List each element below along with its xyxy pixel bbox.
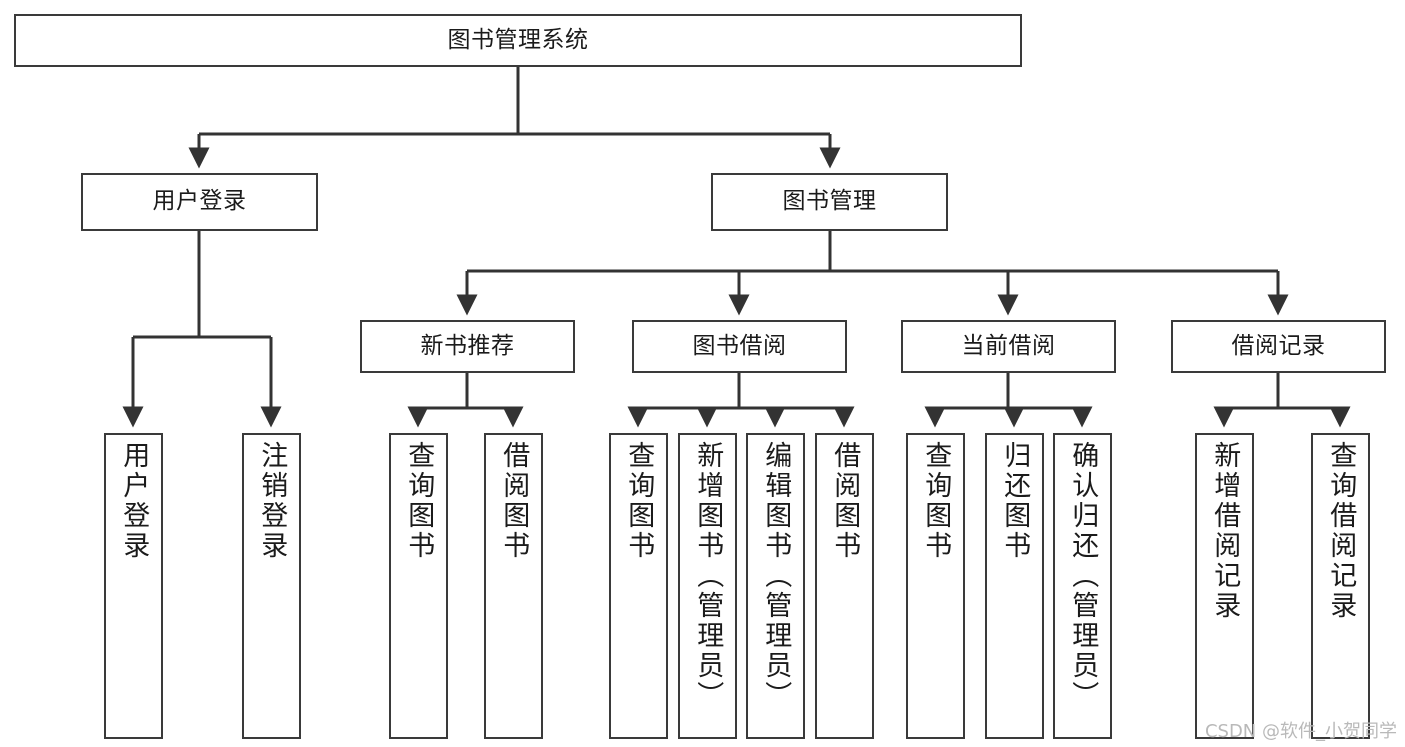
node-leaf-query-record[interactable]: 查询借阅记录	[1311, 433, 1370, 739]
node-new-book-rec[interactable]: 新书推荐	[360, 320, 575, 373]
node-leaf-user-login-label: 用户登录	[118, 441, 150, 561]
node-current-borrow[interactable]: 当前借阅	[901, 320, 1116, 373]
node-leaf-return-book-label: 归还图书	[999, 441, 1031, 561]
node-leaf-add-record-label: 新增借阅记录	[1209, 441, 1241, 621]
node-leaf-confirm-return-label: 确认归还（管理员）	[1067, 441, 1099, 711]
node-book-borrow-label: 图书借阅	[692, 332, 787, 359]
node-root-label: 图书管理系统	[447, 26, 589, 53]
node-leaf-query-book-2-label: 查询图书	[623, 441, 655, 561]
node-book-manage-label: 图书管理	[782, 188, 877, 215]
node-leaf-return-book[interactable]: 归还图书	[985, 433, 1044, 739]
node-root[interactable]: 图书管理系统	[14, 14, 1022, 67]
node-borrow-record-label: 借阅记录	[1231, 332, 1326, 359]
node-leaf-query-book-3[interactable]: 查询图书	[906, 433, 965, 739]
node-leaf-borrow-book-1-label: 借阅图书	[498, 441, 530, 561]
node-leaf-edit-book[interactable]: 编辑图书（管理员）	[746, 433, 805, 739]
node-leaf-logout[interactable]: 注销登录	[242, 433, 301, 739]
node-user-login[interactable]: 用户登录	[81, 173, 318, 231]
node-leaf-query-book-3-label: 查询图书	[920, 441, 952, 561]
node-book-manage[interactable]: 图书管理	[711, 173, 948, 231]
node-leaf-borrow-book-2[interactable]: 借阅图书	[815, 433, 874, 739]
node-leaf-logout-label: 注销登录	[256, 441, 288, 561]
node-leaf-user-login[interactable]: 用户登录	[104, 433, 163, 739]
node-leaf-borrow-book-1[interactable]: 借阅图书	[484, 433, 543, 739]
node-current-borrow-label: 当前借阅	[961, 332, 1056, 359]
node-user-login-label: 用户登录	[152, 188, 247, 215]
node-leaf-query-book-1-label: 查询图书	[403, 441, 435, 561]
node-leaf-borrow-book-2-label: 借阅图书	[829, 441, 861, 561]
node-borrow-record[interactable]: 借阅记录	[1171, 320, 1386, 373]
node-leaf-edit-book-label: 编辑图书（管理员）	[760, 441, 792, 711]
node-leaf-query-book-1[interactable]: 查询图书	[389, 433, 448, 739]
node-new-book-rec-label: 新书推荐	[420, 332, 515, 359]
node-leaf-confirm-return[interactable]: 确认归还（管理员）	[1053, 433, 1112, 739]
node-leaf-add-book-label: 新增图书（管理员）	[692, 441, 724, 711]
node-leaf-add-record[interactable]: 新增借阅记录	[1195, 433, 1254, 739]
node-book-borrow[interactable]: 图书借阅	[632, 320, 847, 373]
watermark: CSDN @软件_小贺同学	[1204, 721, 1397, 742]
node-leaf-query-book-2[interactable]: 查询图书	[609, 433, 668, 739]
node-leaf-add-book[interactable]: 新增图书（管理员）	[678, 433, 737, 739]
node-leaf-query-record-label: 查询借阅记录	[1325, 441, 1357, 621]
